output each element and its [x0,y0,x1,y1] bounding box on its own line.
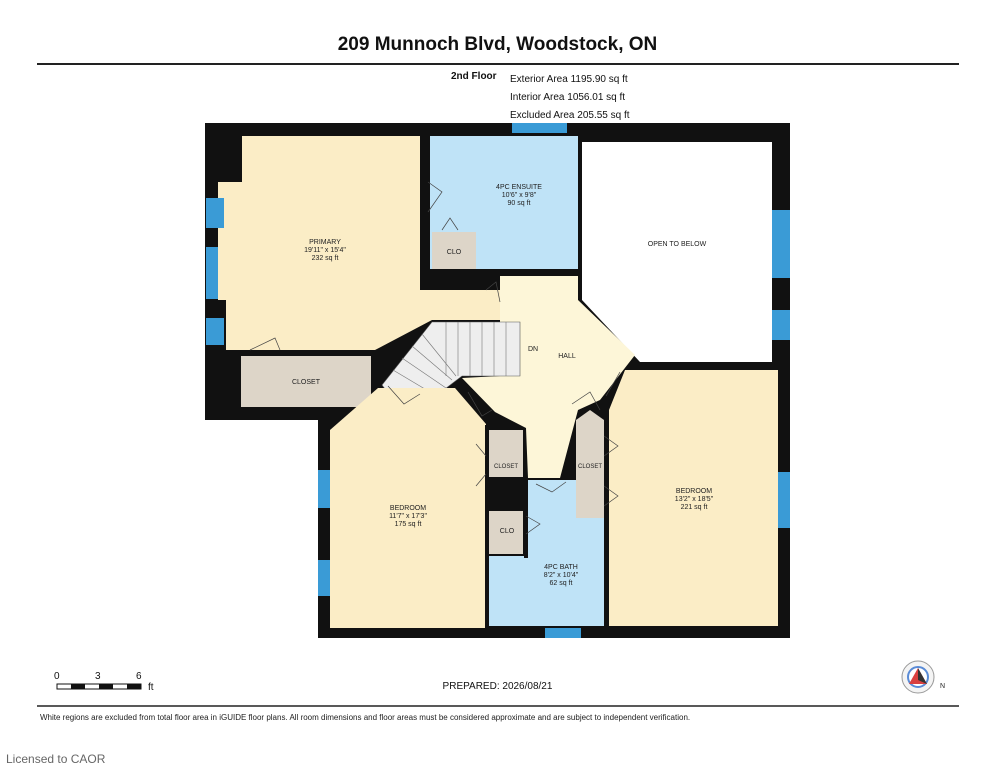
bedroom-left-dims: 11'7" x 17'3" [389,513,427,520]
header-divider [37,63,959,65]
compass-icon [901,660,935,694]
bath-dims: 8'2" x 10'4" [544,572,579,579]
ensuite-clo [432,232,476,270]
left-closet-label: CLOSET [494,464,518,470]
primary-dims: 19'11" x 15'4" [304,247,346,254]
windows [206,123,790,638]
ensuite-dims: 10'6" x 9'8" [502,192,537,199]
bedroom-right-room [609,370,778,626]
interior-area: Interior Area 1056.01 sq ft [510,92,626,103]
prepared-date: PREPARED: 2026/08/21 [442,681,553,692]
hall-label: HALL [558,353,576,360]
bedroom-right-dims: 13'2" x 18'5" [675,496,714,503]
ensuite-clo-label: CLO [447,249,462,256]
primary-label: PRIMARY [309,239,341,246]
stairs-dn-label: DN [528,346,538,353]
stair-treads [392,322,507,399]
floor-label: 2nd Floor [451,71,497,82]
open-to-below-label: OPEN TO BELOW [648,241,707,248]
ensuite-label: 4PC ENSUITE [496,184,542,191]
bedroom-left-label: BEDROOM [390,505,426,512]
scale-bar [56,683,142,690]
compass-label: N [940,683,945,690]
right-closet [576,410,604,518]
page-title: 209 Munnoch Blvd, Woodstock, ON [337,34,658,55]
bath-room [489,480,604,626]
exterior-area: Exterior Area 1195.90 sq ft [510,74,628,85]
right-closet-label: CLOSET [578,464,602,470]
primary-room [218,136,500,350]
primary-closet [241,356,371,407]
bath-area: 62 sq ft [550,580,573,587]
scale-tick-0: 0 [54,671,60,682]
bath-clo-label: CLO [500,528,515,535]
bedroom-left-room [330,388,486,628]
ensuite-area: 90 sq ft [508,200,531,207]
license-watermark: Licensed to CAOR [6,752,106,766]
scale-unit: ft [148,682,154,693]
excluded-area: Excluded Area 205.55 sq ft [510,110,630,121]
scale-tick-6: 6 [136,671,142,682]
area-summary: Exterior Area 1195.90 sq ft Interior Are… [510,71,630,125]
disclaimer: White regions are excluded from total fl… [40,713,691,722]
doors [249,181,621,535]
bedroom-right-label: BEDROOM [676,488,712,495]
bath-clo [489,511,523,554]
bedroom-left-area: 175 sq ft [395,521,422,528]
bedroom-right-area: 221 sq ft [681,504,708,511]
primary-closet-label: CLOSET [292,379,321,386]
bath-label: 4PC BATH [544,564,578,571]
scale-tick-3: 3 [95,671,101,682]
open-to-below-area [582,142,772,362]
primary-area: 232 sq ft [312,255,339,262]
left-closet [489,430,523,477]
